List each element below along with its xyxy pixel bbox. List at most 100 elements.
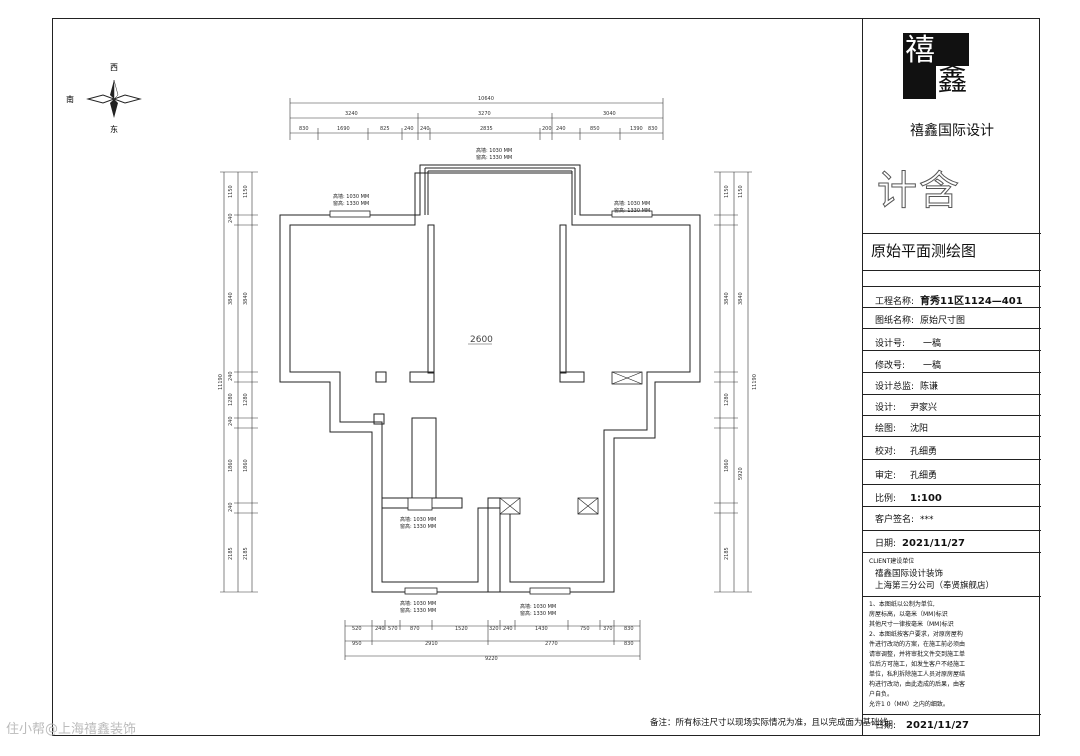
window-note: 窗高: 1330 MM	[614, 207, 650, 214]
dim-text: 240	[404, 126, 414, 132]
dim-text: 830	[299, 126, 309, 132]
dim-text: 830	[624, 641, 634, 647]
row-designer: 设计:尹家兴	[875, 400, 937, 413]
floor-plan: 西 南 东 10640 3240 3270 3040 830 1690 825 …	[66, 63, 758, 662]
dim-text: 1150	[724, 185, 730, 198]
dim-text: 1390	[630, 126, 643, 132]
window-note: 窗高: 1330 MM	[400, 607, 436, 614]
dim-overall-width: 10640	[478, 96, 494, 102]
dim-text: 1860	[228, 459, 234, 472]
row-key: 设计:	[875, 403, 897, 413]
divider	[863, 714, 1041, 715]
drawing-title: 原始平面测绘图	[871, 242, 977, 260]
divider	[863, 459, 1041, 460]
dim-text: 1150	[228, 185, 234, 198]
row-value: 原始尺寸图	[920, 316, 966, 326]
row-project: 工程名称:育秀11区1124—401	[875, 292, 1023, 307]
dim-text: 240	[228, 213, 234, 223]
dim-text: 830	[648, 126, 658, 132]
dim-text: 2835	[480, 126, 493, 132]
company-line-1: 禧鑫国际设计装饰	[875, 569, 944, 579]
row-bottom-date: 日期:2021/11/27	[875, 718, 969, 731]
divider	[863, 436, 1041, 437]
dim-text: 11190	[752, 374, 758, 390]
divider	[863, 286, 1041, 287]
row-value: 2021/11/27	[902, 538, 966, 549]
divider	[863, 506, 1041, 507]
dim-text: 870	[410, 626, 420, 632]
compass-north-label: 西	[110, 63, 118, 72]
divider	[863, 394, 1041, 395]
dim-text: 3840	[243, 292, 249, 305]
dim-text: 320	[489, 626, 499, 632]
row-key: 客户签名:	[875, 515, 915, 525]
dim-text: 520	[352, 626, 362, 632]
note-line: 件进行改动的方案，在施工前必须由	[869, 641, 966, 648]
row-key: 日期:	[875, 539, 897, 549]
general-notes: 1、本图纸以公制为单位, 房屋标高，以毫米（MM)标识 其他尺寸一律按毫米（MM…	[869, 600, 1029, 710]
window-crosses	[499, 371, 643, 515]
divider	[863, 328, 1041, 329]
divider	[863, 596, 1041, 597]
row-value: 一稿	[923, 361, 942, 371]
row-checker: 校对:孔细勇	[875, 444, 937, 457]
dim-text: 200	[542, 126, 552, 132]
row-value: 沈阳	[910, 424, 929, 434]
row-director: 设计总监:陈谦	[875, 379, 938, 392]
row-key: 绘图:	[875, 424, 897, 434]
dim-text: 1280	[724, 393, 730, 406]
note-line: 请审调整，并将审批文件交到施工单	[869, 651, 966, 658]
note-line: 房屋标高，以毫米（MM)标识	[869, 611, 948, 618]
dim-text: 240	[420, 126, 430, 132]
dim-text: 3270	[478, 111, 491, 117]
window-note: 高墙: 1030 MM	[400, 516, 436, 523]
compass-south-label: 东	[110, 124, 118, 134]
watermark: 住小帮@上海禧鑫装饰	[6, 722, 137, 737]
note-line: 2、本图纸按客户要求，对原房屋构	[869, 631, 963, 638]
remark-note: 备注：所有标注尺寸以现场实际情况为准，且以完成面为基础线。	[650, 718, 897, 728]
bottom-dimension-lines	[344, 620, 641, 660]
row-approver: 审定:孔细勇	[875, 468, 937, 481]
dim-text: 1690	[337, 126, 350, 132]
dim-text: 850	[590, 126, 600, 132]
divider	[863, 552, 1041, 553]
dim-text: 2185	[228, 547, 234, 560]
row-date: 日期: 2021/11/27	[875, 536, 965, 549]
dim-text: 240	[503, 626, 513, 632]
note-line: 位后方可施工，如发生客户不经施工	[869, 661, 966, 668]
note-line: 构进行改动，由此造成的后果，由客	[869, 681, 966, 688]
drawing-sheet-border	[52, 18, 1040, 736]
dim-text: 3840	[724, 292, 730, 305]
dim-text: 2185	[724, 547, 730, 560]
divider	[863, 530, 1041, 531]
dim-text: 240	[228, 502, 234, 512]
divider	[863, 372, 1041, 373]
dim-text: 3840	[228, 292, 234, 305]
window-notes: 高墙: 1030 MM 窗高: 1330 MM 高墙: 1030 MM 窗高: …	[333, 147, 650, 617]
row-key: 设计总监:	[875, 382, 915, 392]
dim-text: 11190	[218, 374, 224, 390]
row-key: 设计号:	[875, 339, 906, 349]
window-note: 高墙: 1030 MM	[476, 147, 512, 154]
window-note: 窗高: 1330 MM	[520, 610, 556, 617]
row-key: 修改号:	[875, 361, 906, 371]
dim-text: 5920	[738, 467, 744, 480]
dim-text: 2910	[425, 641, 438, 647]
row-design-no: 设计号:一稿	[875, 336, 941, 349]
dim-bottom-total: 9220	[485, 656, 498, 662]
dim-text: 1150	[738, 185, 744, 198]
dim-text: 1860	[243, 459, 249, 472]
note-line: 允许1 0（MM）之内的细致。	[869, 701, 949, 708]
title-block: 禧 鑫 禧鑫国际设计 计含 原始平面测绘图 工程名称:育秀11区1124—401…	[862, 18, 1041, 736]
ceiling-height-label: 2600	[470, 335, 493, 345]
divider	[863, 415, 1041, 416]
note-line: 单位，私利拆除施工人员对原房屋结	[869, 671, 966, 678]
dim-text: 825	[380, 126, 390, 132]
right-dimension-lines	[714, 171, 752, 593]
row-key: 工程名称:	[875, 297, 915, 307]
top-dimension-lines	[289, 98, 664, 140]
row-value: 孔细勇	[910, 471, 938, 481]
row-client-signature: 客户签名:***	[875, 512, 934, 525]
row-key: 图纸名称:	[875, 316, 915, 326]
top-dimension-texts: 10640 3240 3270 3040 830 1690 825 240 24…	[299, 96, 658, 132]
